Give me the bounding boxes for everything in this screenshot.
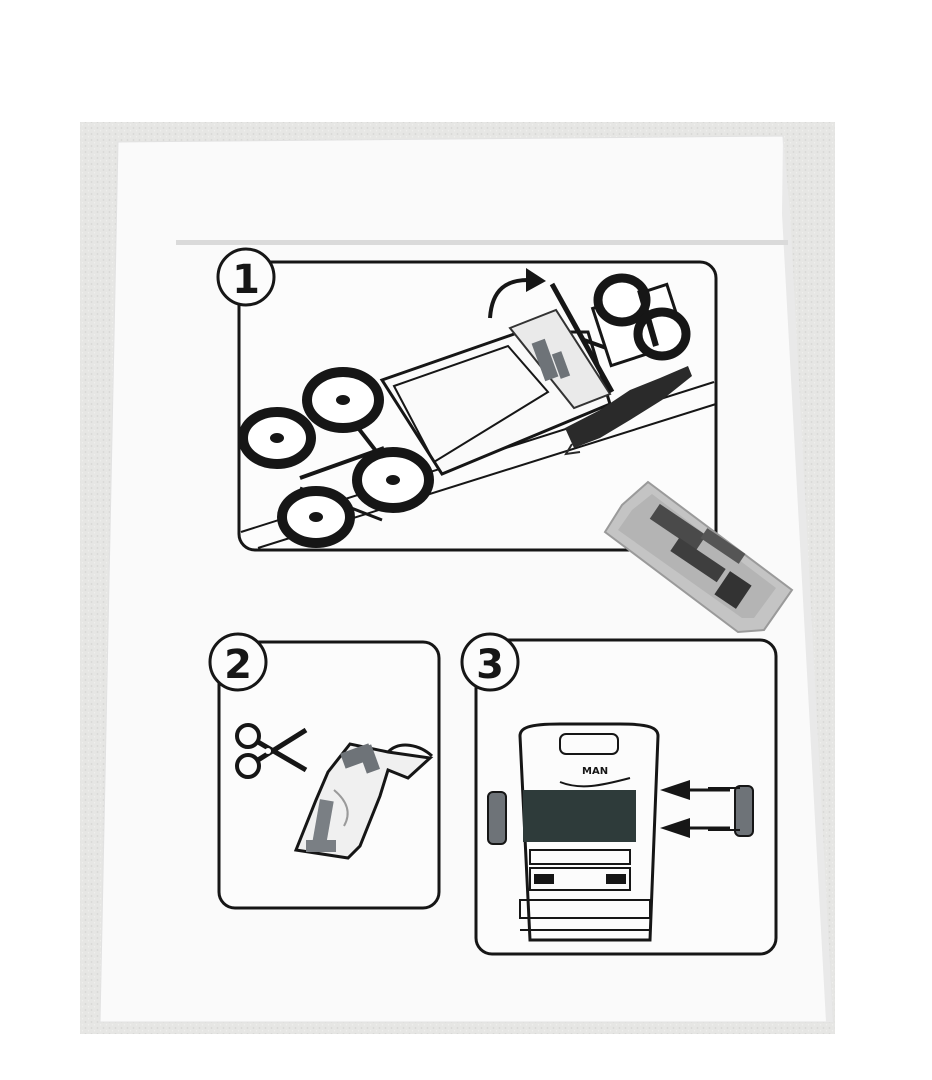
panel-2-number: 2 <box>224 642 252 688</box>
sheet-fold-shadow <box>782 136 833 1022</box>
panel-3-number: 3 <box>476 642 504 688</box>
parts-bag <box>603 480 794 634</box>
panel-1-badge <box>216 247 276 307</box>
panel-3: MAN 3 <box>460 632 778 956</box>
panel-3-badge <box>460 632 520 692</box>
scissors-icon <box>235 723 308 779</box>
cut-bag <box>293 742 434 860</box>
loose-part <box>565 366 692 448</box>
mirror-part <box>487 785 754 845</box>
panel-2-badge <box>208 632 268 692</box>
arrow-icon <box>488 278 529 319</box>
panel-2: 2 <box>208 632 441 910</box>
svg-text:MAN: MAN <box>582 766 608 777</box>
panel-1: 1 <box>216 247 718 552</box>
front-wheels <box>590 273 691 368</box>
truck-cab: MAN <box>518 722 660 942</box>
sheet-fold-line <box>176 240 788 245</box>
arrow-icon <box>660 780 730 838</box>
windshield <box>523 790 636 842</box>
panel-1-number: 1 <box>232 257 260 303</box>
rear-wheels <box>238 367 434 548</box>
